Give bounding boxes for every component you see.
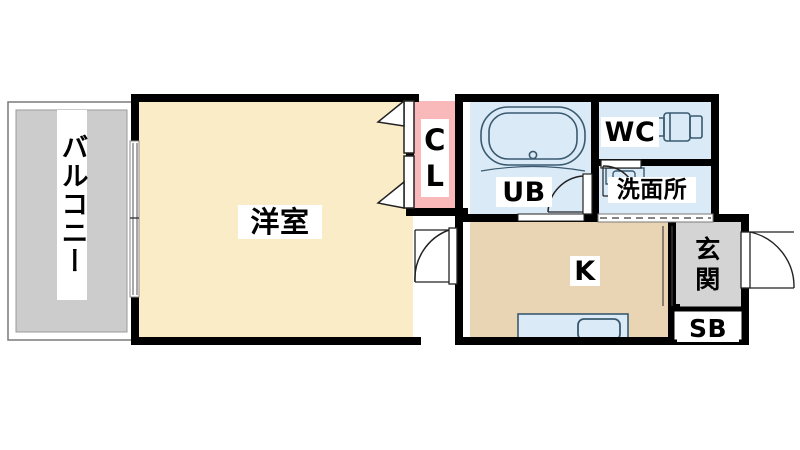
entrance-label-line1: 玄 [695,235,721,264]
bathtub-fixture [480,106,586,172]
room-label-kitchen: K [570,256,600,286]
closet-label-line1: C [424,122,446,157]
room-entry-door[interactable] [414,227,458,285]
washroom-sliding-door[interactable] [597,213,714,223]
room-label-closet: C L [421,119,449,197]
room-label-toilet: WC [601,117,659,147]
room-label-washitsu: 洋室 [238,205,322,239]
kitchen-hall-opening [517,213,585,222]
room-label-shoebox: SB [677,314,739,342]
room-label-balcony: バルコニー [57,110,88,300]
front-entrance-door[interactable] [740,231,795,289]
room-label-washroom: 洗面所 [608,177,696,203]
room-label-unit-bath: UB [496,177,552,207]
entrance-floor [675,222,741,308]
entrance-label-line2: 関 [695,265,721,294]
entrance-jambs [662,226,673,306]
balcony-sliding-door[interactable] [129,140,140,298]
closet-label-line2: L [425,159,445,193]
closet-folding-doors[interactable] [376,99,415,209]
room-label-entrance: 玄 関 [694,232,722,298]
